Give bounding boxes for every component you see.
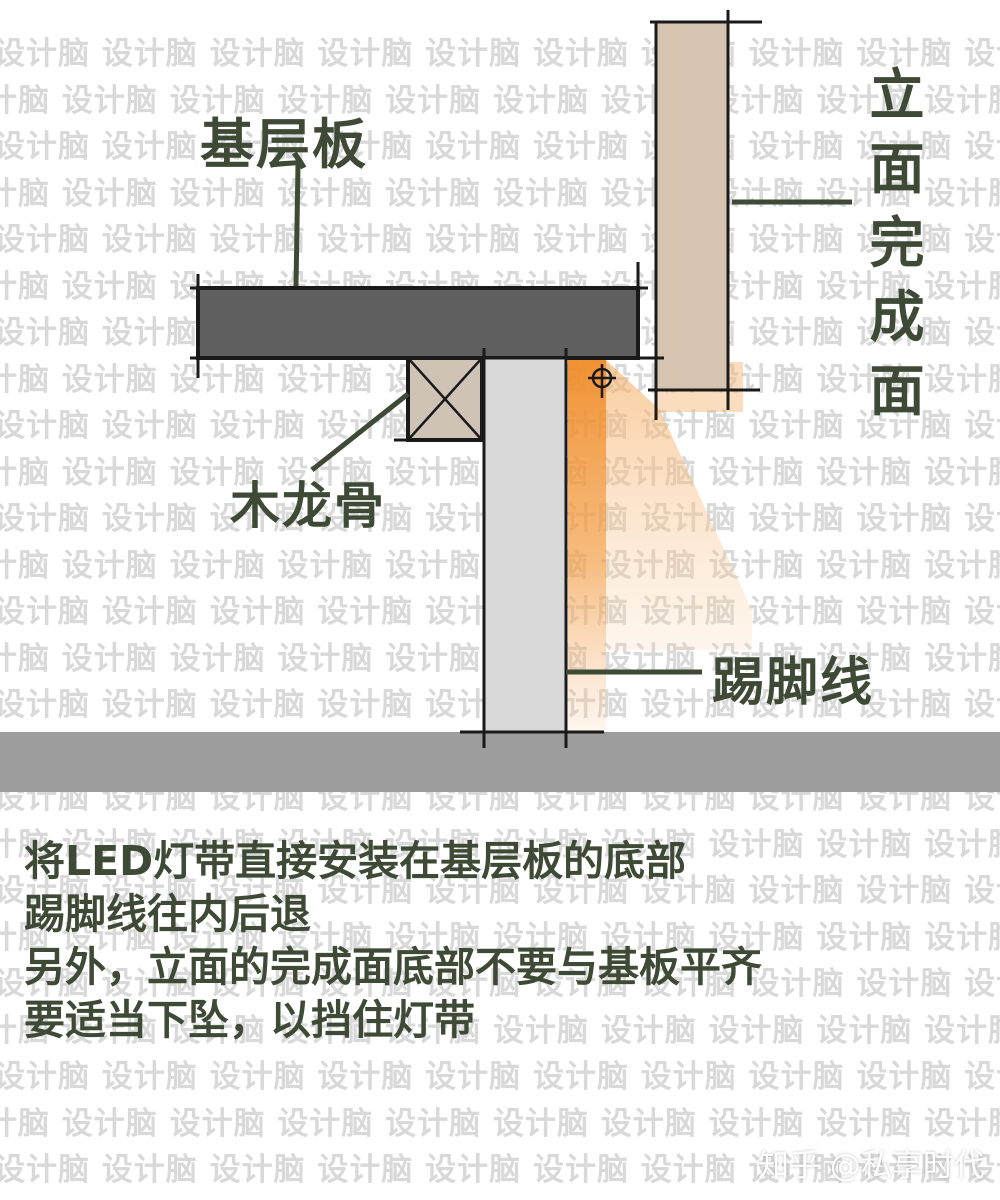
label-wood-keel: 木龙骨 <box>230 477 386 535</box>
label-facade-finish: 立面完成面 <box>869 63 925 423</box>
leader-wood-keel <box>310 392 410 472</box>
caption-line-3: 另外，立面的完成面底部不要与基板平齐 <box>24 943 762 991</box>
caption: 将LED灯带直接安装在基层板的底部 踢脚线往内后退 另外，立面的完成面底部不要与… <box>24 835 984 1047</box>
credit-watermark: 知乎 @私享时代 <box>758 1148 985 1184</box>
floor-band <box>0 732 1000 792</box>
caption-line-4: 要适当下坠，以挡住灯带 <box>24 996 475 1044</box>
leader-base-board <box>293 163 301 287</box>
label-skirting: 踢脚线 <box>712 653 875 713</box>
wood-keel-cross-b <box>407 357 483 441</box>
caption-line-1: 将LED灯带直接安装在基层板的底部 <box>24 837 687 885</box>
led-light-cone <box>606 360 752 650</box>
base-board <box>196 286 640 360</box>
label-base-board: 基层板 <box>200 113 368 176</box>
led-glow <box>568 360 606 732</box>
skirting-board <box>482 356 568 734</box>
facade-panel <box>654 20 730 392</box>
caption-line-2: 踢脚线往内后退 <box>24 890 311 938</box>
led-symbol <box>588 364 616 398</box>
